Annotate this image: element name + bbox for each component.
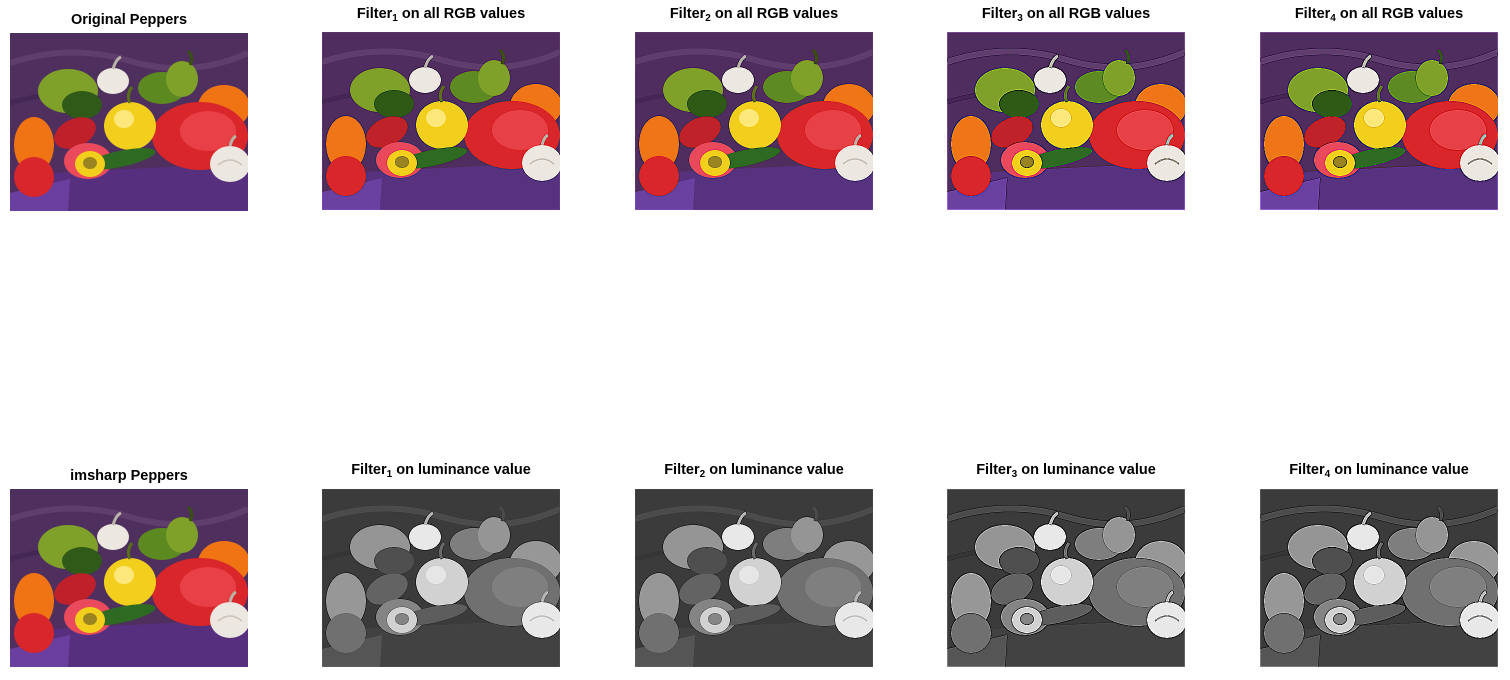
peppers-image <box>322 32 560 210</box>
title-subscript: 4 <box>1330 13 1336 24</box>
title-subscript: 2 <box>699 469 706 480</box>
title-subscript: 3 <box>1017 13 1023 24</box>
panel-title: Filter1 on luminance value <box>282 462 600 480</box>
title-suffix: on all RGB values <box>710 6 839 22</box>
title-suffix: on luminance value <box>1330 462 1469 478</box>
title-subscript: 4 <box>1324 469 1331 480</box>
title-suffix: on luminance value <box>392 462 531 478</box>
peppers-image <box>635 32 873 210</box>
title-suffix: on all RGB values <box>397 6 526 22</box>
peppers-image <box>10 33 248 211</box>
title-text: Filter <box>664 462 700 478</box>
peppers-image <box>635 489 873 667</box>
peppers-image <box>947 32 1185 210</box>
peppers-image <box>1260 489 1498 667</box>
title-text: Filter <box>1294 6 1331 22</box>
peppers-image <box>1260 32 1498 210</box>
panel-title: Filter2 on luminance value <box>595 462 913 480</box>
panel-title: Filter4 on luminance value <box>1220 462 1510 480</box>
title-subscript: 1 <box>386 469 393 480</box>
panel-title: Filter3 on all RGB values <box>907 6 1225 24</box>
panel-title: Filter1 on all RGB values <box>282 6 600 24</box>
panel-title: imsharp Peppers <box>0 468 288 484</box>
title-suffix: on luminance value <box>705 462 844 478</box>
title-text: Filter <box>351 462 387 478</box>
title-text: Original Peppers <box>70 12 188 28</box>
title-subscript: 3 <box>1011 469 1018 480</box>
panel-title: Original Peppers <box>0 12 288 28</box>
title-text: Filter <box>976 462 1012 478</box>
title-text: imsharp Peppers <box>70 468 188 484</box>
panel-title: Filter3 on luminance value <box>907 462 1225 480</box>
title-text: Filter <box>981 6 1018 22</box>
peppers-image <box>322 489 560 667</box>
title-suffix: on luminance value <box>1017 462 1156 478</box>
peppers-image <box>947 489 1185 667</box>
peppers-image <box>10 489 248 667</box>
title-text: Filter <box>669 6 706 22</box>
title-text: Filter <box>356 6 393 22</box>
title-suffix: on all RGB values <box>1335 6 1464 22</box>
title-suffix: on all RGB values <box>1022 6 1151 22</box>
panel-title: Filter4 on all RGB values <box>1220 6 1510 24</box>
panel-title: Filter2 on all RGB values <box>595 6 913 24</box>
title-subscript: 2 <box>705 13 711 24</box>
title-text: Filter <box>1289 462 1325 478</box>
title-subscript: 1 <box>392 13 398 24</box>
